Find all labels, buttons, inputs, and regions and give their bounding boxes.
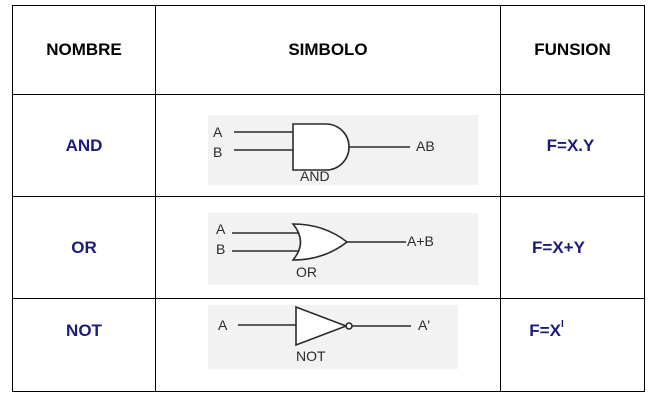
and-symbol-label: AND — [300, 168, 330, 184]
cell-symbol-or: A B A+B OR — [155, 196, 501, 299]
and-gate-symbol: A B AB AND — [208, 115, 478, 185]
cell-symbol-and: A B AB AND — [155, 94, 501, 197]
or-symbol-background — [208, 213, 478, 285]
and-input-b-label: B — [213, 144, 222, 160]
and-gate-icon — [292, 123, 350, 171]
gate-name-or: OR — [71, 237, 97, 257]
function-not: F=XI — [529, 319, 564, 341]
not-symbol-background — [208, 305, 458, 369]
not-gate-icon — [295, 305, 349, 347]
cell-function-or: F=X+Y — [500, 196, 645, 299]
cell-symbol-not: A A' NOT — [155, 298, 501, 392]
gate-name-and: AND — [65, 135, 103, 155]
cell-function-not: F=XI — [500, 298, 645, 392]
and-output-label: AB — [416, 138, 435, 154]
not-bubble-icon — [345, 322, 353, 330]
header-symbol: SIMBOLO — [288, 40, 368, 59]
not-input-label: A — [218, 317, 228, 333]
header-function: FUNSION — [534, 40, 611, 59]
or-input-b-label: B — [216, 241, 225, 257]
header-cell-function: FUNSION — [500, 5, 645, 95]
function-and: F=X.Y — [546, 135, 595, 155]
function-not-superscript: I — [560, 319, 564, 331]
cell-function-and: F=X.Y — [500, 94, 645, 197]
and-input-a-label: A — [213, 124, 223, 140]
or-gate-symbol: A B A+B OR — [208, 213, 478, 285]
or-symbol-label: OR — [296, 264, 317, 280]
function-or: F=X+Y — [532, 237, 585, 257]
table-row-or: OR A B A+B OR F=X+Y — [12, 196, 645, 299]
or-input-a-label: A — [216, 221, 226, 237]
table-row-and: AND A B AB AND F=X.Y — [12, 94, 645, 197]
function-not-main: F=X — [529, 321, 561, 340]
not-gate-symbol: A A' NOT — [208, 305, 458, 369]
cell-name-and: AND — [12, 94, 156, 197]
not-symbol-label: NOT — [296, 348, 326, 364]
table-row-not: NOT A A' NOT F=XI — [12, 298, 645, 392]
or-gate-icon — [291, 223, 349, 261]
header-cell-symbol: SIMBOLO — [155, 5, 501, 95]
gate-name-not: NOT — [66, 321, 102, 340]
header-name: NOMBRE — [46, 40, 122, 59]
or-output-label: A+B — [407, 233, 434, 249]
cell-name-or: OR — [12, 196, 156, 299]
not-output-label: A' — [418, 317, 430, 333]
cell-name-not: NOT — [12, 298, 156, 392]
logic-gates-table: NOMBRE SIMBOLO FUNSION AND A B — [12, 5, 645, 392]
table-header-row: NOMBRE SIMBOLO FUNSION — [12, 5, 645, 95]
header-cell-name: NOMBRE — [12, 5, 156, 95]
